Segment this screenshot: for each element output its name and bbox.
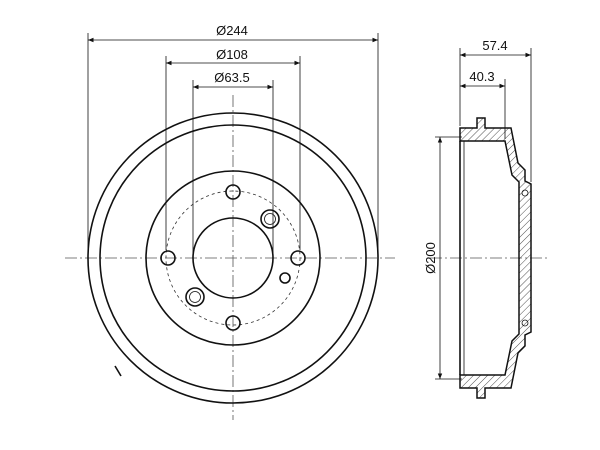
dimension-braking-diameter: Ø200 <box>423 136 462 380</box>
bolt-circle-label: Ø108 <box>216 47 248 62</box>
dimension-overall-width: 57.4 <box>459 38 532 182</box>
side-hole-upper <box>521 189 529 197</box>
dimension-bolt-circle: Ø108 <box>165 47 301 250</box>
overall-width-label: 57.4 <box>482 38 507 53</box>
inner-depth-label: 40.3 <box>469 69 494 84</box>
front-view: Ø244 Ø108 Ø63.5 <box>65 23 395 420</box>
threaded-hole-lower-left <box>185 287 205 307</box>
side-view: Ø200 57.4 40.3 <box>423 38 548 399</box>
drum-outer-circle <box>87 112 379 404</box>
bolt-hole-right <box>290 250 306 266</box>
locating-hole <box>279 272 291 284</box>
threaded-hole-upper-right <box>260 209 280 229</box>
drum-section-profile <box>459 117 532 399</box>
bolt-hole-left <box>160 250 176 266</box>
side-hole-lower <box>521 319 529 327</box>
braking-diameter-label: Ø200 <box>423 242 438 274</box>
drum-rim-circle <box>99 124 367 392</box>
bolt-hole-top <box>225 184 241 200</box>
dimension-center-bore: Ø63.5 <box>192 70 274 258</box>
center-bore-label: Ø63.5 <box>214 70 249 85</box>
section-cut-mark <box>114 365 122 377</box>
dimension-inner-depth: 40.3 <box>460 69 506 139</box>
dimension-outer-diameter: Ø244 <box>87 23 379 255</box>
bolt-circle <box>165 190 301 326</box>
bolt-hole-bottom <box>225 315 241 331</box>
outer-diameter-label: Ø244 <box>216 23 248 38</box>
hub-flange-circle <box>145 170 321 346</box>
